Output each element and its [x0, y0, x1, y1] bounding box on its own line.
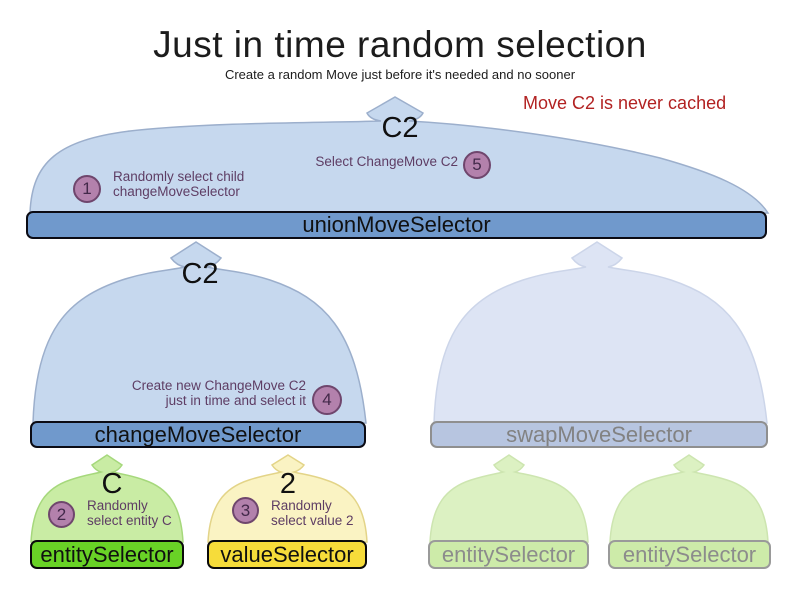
value-output-label: 2 [279, 468, 297, 500]
swap-move-selector-bar: swapMoveSelector [430, 421, 768, 448]
faded-entity-selector-bar-1: entitySelector [428, 540, 589, 569]
step-1-number: 1 [82, 179, 92, 198]
step-3-text: Randomly select value 2 [271, 498, 354, 528]
faded-entity-selector-bar-2: entitySelector [608, 540, 771, 569]
step-4-text: Create new ChangeMove C2 just in time an… [131, 378, 306, 408]
change-funnel-shape [32, 241, 367, 424]
step-5-text: Select ChangeMove C2 [315, 154, 458, 169]
union-funnel-shape [29, 96, 770, 214]
step-3-number: 3 [240, 500, 251, 520]
diagram-title: Just in time random selection [153, 24, 647, 65]
change-output-label: C2 [181, 258, 219, 290]
step-2-text: Randomly select entity C [87, 498, 172, 528]
diagram-subtitle: Create a random Move just before it's ne… [224, 67, 576, 82]
union-output-label: C2 [381, 112, 419, 144]
union-move-selector-bar: unionMoveSelector [26, 211, 767, 239]
step-1-badge: 1 [73, 175, 101, 203]
swap-funnel-shape [433, 241, 768, 424]
entity-output-label: C [101, 468, 123, 500]
step-4-number: 4 [322, 390, 332, 409]
entity-selector-bar: entitySelector [30, 540, 184, 569]
faded-entity-funnel-shape-2 [609, 454, 769, 543]
value-selector-bar: valueSelector [207, 540, 367, 569]
step-3-badge: 3 [232, 497, 259, 524]
step-5-badge: 5 [463, 151, 491, 179]
step-2-badge: 2 [48, 501, 75, 528]
step-4-badge: 4 [312, 385, 342, 415]
step-5-number: 5 [472, 155, 482, 174]
step-2-number: 2 [56, 504, 67, 524]
step-1-text: Randomly select child changeMoveSelector [113, 169, 245, 199]
faded-entity-funnel-shape-1 [429, 454, 589, 543]
change-move-selector-bar: changeMoveSelector [30, 421, 366, 448]
warning-note: Move C2 is never cached [523, 93, 727, 113]
